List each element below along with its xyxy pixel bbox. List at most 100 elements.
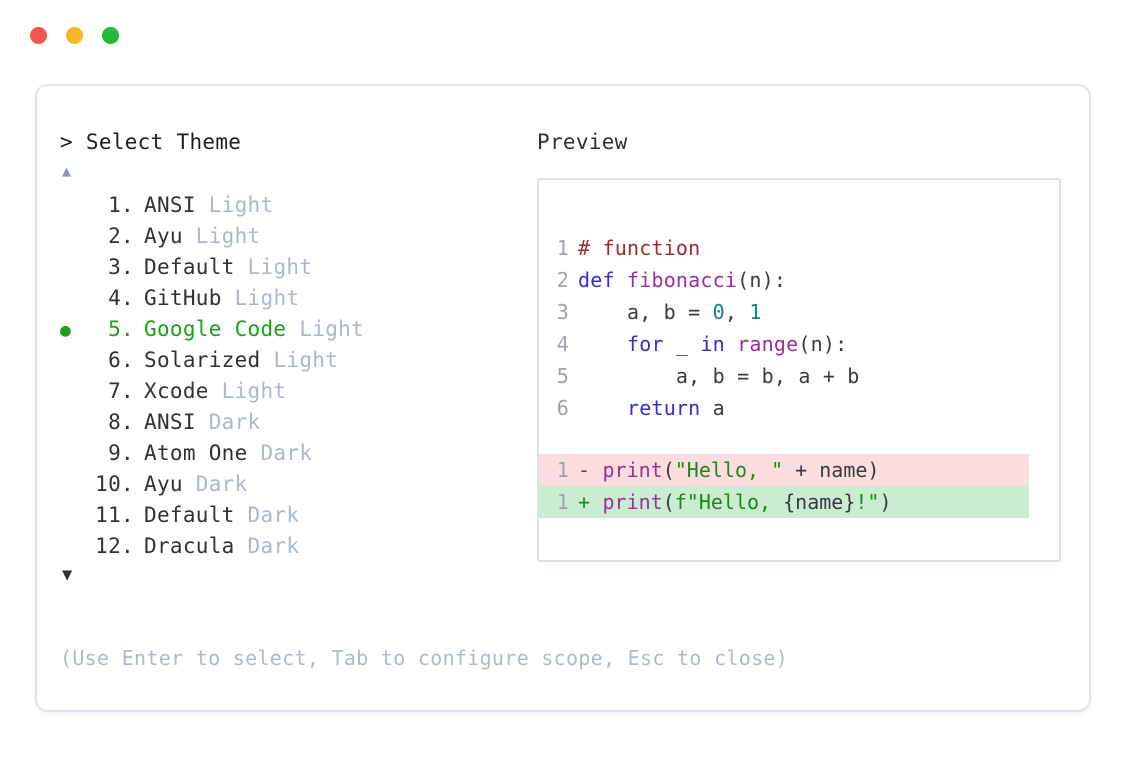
option-number: 1. — [108, 193, 134, 217]
option-theme-name: Ayu — [144, 224, 183, 248]
code-token: {name} — [783, 490, 856, 514]
code-line-text: # function — [569, 232, 700, 264]
option-number: 3. — [108, 255, 134, 279]
code-line: 5 a, b = b, a + b — [539, 360, 1059, 392]
code-blank-line — [539, 424, 1059, 454]
line-number: 1 — [556, 490, 569, 514]
code-line: 1# function — [539, 232, 1059, 264]
option-theme-name: Ayu — [144, 472, 183, 496]
maximize-button[interactable] — [102, 26, 119, 44]
option-theme-variant: Dark — [182, 472, 248, 496]
code-token: !" — [855, 490, 880, 514]
option-number: 6. — [108, 348, 134, 372]
theme-option-list: 1. ANSI Light 2. Ayu Light 3. Default Light 4.… — [60, 190, 530, 562]
code-token: "Hello, " — [674, 458, 784, 482]
code-token: 1 — [749, 300, 762, 324]
theme-option-1[interactable]: 1. ANSI Light — [60, 190, 530, 221]
code-token: a, b = b, a + b — [578, 364, 860, 388]
selected-bullet-icon: ● — [60, 320, 71, 341]
code-token: f"Hello, — [674, 490, 784, 514]
theme-option-4[interactable]: 4.GitHub Light — [60, 283, 530, 314]
diff-line-del: 1- print("Hello, " + name) — [539, 454, 1029, 486]
option-theme-name: Atom One — [144, 441, 248, 465]
code-line: 3 a, b = 0, 1 — [539, 296, 1059, 328]
code-line-text: def fibonacci(n): — [569, 264, 786, 296]
code-line-text: a, b = b, a + b — [569, 360, 860, 392]
option-theme-name: GitHub — [144, 286, 222, 310]
code-token: in — [700, 332, 725, 356]
diff-marker: - — [578, 458, 603, 482]
option-number: 2. — [108, 224, 134, 248]
option-theme-name: Default — [144, 255, 235, 279]
option-theme-name: Dracula — [144, 534, 235, 558]
theme-option-8[interactable]: 8.ANSI Dark — [60, 407, 530, 438]
prompt-spacer — [73, 130, 86, 154]
code-token — [725, 332, 737, 356]
theme-select-column: > Select Theme ▲ 1. ANSI Light 2. Ayu Light… — [60, 126, 530, 588]
option-theme-name: Xcode — [144, 379, 209, 403]
code-token: a — [700, 396, 725, 420]
theme-option-12[interactable]: 12.Dracula Dark — [60, 531, 530, 562]
option-number: 12. — [95, 534, 134, 558]
code-token: range — [737, 332, 799, 356]
prompt-marker-icon: > — [60, 130, 73, 154]
option-theme-variant: Light — [234, 255, 313, 279]
code-line-text: for _ in range(n): — [569, 328, 847, 360]
keyboard-hint: (Use Enter to select, Tab to configure s… — [60, 646, 789, 670]
theme-option-10[interactable]: 10.Ayu Dark — [60, 469, 530, 500]
option-theme-variant: Dark — [195, 410, 261, 434]
line-number: 5 — [556, 364, 569, 388]
line-number: 1 — [556, 458, 569, 482]
option-theme-name: Solarized — [144, 348, 261, 372]
code-token: (n): — [798, 332, 848, 356]
theme-option-7[interactable]: 7. Xcode Light — [60, 376, 530, 407]
theme-option-5[interactable]: ● 5. Google Code Light — [60, 314, 530, 345]
code-line: 6 return a — [539, 392, 1059, 424]
code-token: ) — [879, 490, 892, 514]
code-line: 4 for _ in range(n): — [539, 328, 1059, 360]
preview-label: Preview — [537, 130, 628, 154]
option-theme-name: Default — [144, 503, 235, 527]
code-token: ( — [662, 458, 675, 482]
scroll-up-icon[interactable]: ▲ — [62, 162, 72, 180]
code-line-text: print("Hello, " + name) — [602, 454, 879, 486]
option-theme-variant: Light — [195, 193, 274, 217]
option-theme-name: Google Code — [144, 317, 287, 341]
option-theme-name: ANSI — [144, 193, 196, 217]
code-line-text: print(f"Hello, {name}!") — [602, 486, 891, 518]
option-theme-variant: Light — [286, 317, 365, 341]
scroll-down-icon[interactable]: ▼ — [62, 565, 73, 585]
code-token: print — [602, 458, 663, 482]
theme-option-9[interactable]: 9. Atom One Dark — [60, 438, 530, 469]
window-titlebar — [0, 0, 1129, 70]
theme-option-6[interactable]: 6.Solarized Light — [60, 345, 530, 376]
code-token: for — [626, 332, 664, 356]
close-button[interactable] — [30, 26, 47, 44]
theme-option-2[interactable]: 2. Ayu Light — [60, 221, 530, 252]
page-title: > Select Theme — [60, 126, 530, 158]
option-theme-variant: Light — [208, 379, 287, 403]
code-token — [578, 332, 627, 356]
code-token: + name) — [783, 458, 880, 482]
code-token: def — [578, 268, 627, 292]
option-number: 11. — [95, 503, 134, 527]
diff-marker: + — [578, 490, 603, 514]
code-token: ( — [662, 490, 675, 514]
option-number: 7. — [108, 379, 134, 403]
option-number: 4. — [108, 286, 134, 310]
option-theme-variant: Light — [182, 224, 261, 248]
code-token: , — [724, 300, 750, 324]
option-number: 9. — [108, 441, 134, 465]
theme-option-11[interactable]: 11. Default Dark — [60, 500, 530, 531]
theme-option-3[interactable]: 3. Default Light — [60, 252, 530, 283]
code-token — [578, 396, 627, 420]
code-token: 0 — [712, 300, 725, 324]
option-theme-variant: Dark — [247, 441, 313, 465]
option-theme-variant: Dark — [234, 503, 300, 527]
minimize-button[interactable] — [66, 26, 83, 44]
option-number: 5. — [108, 317, 134, 341]
line-number: 4 — [556, 332, 569, 356]
